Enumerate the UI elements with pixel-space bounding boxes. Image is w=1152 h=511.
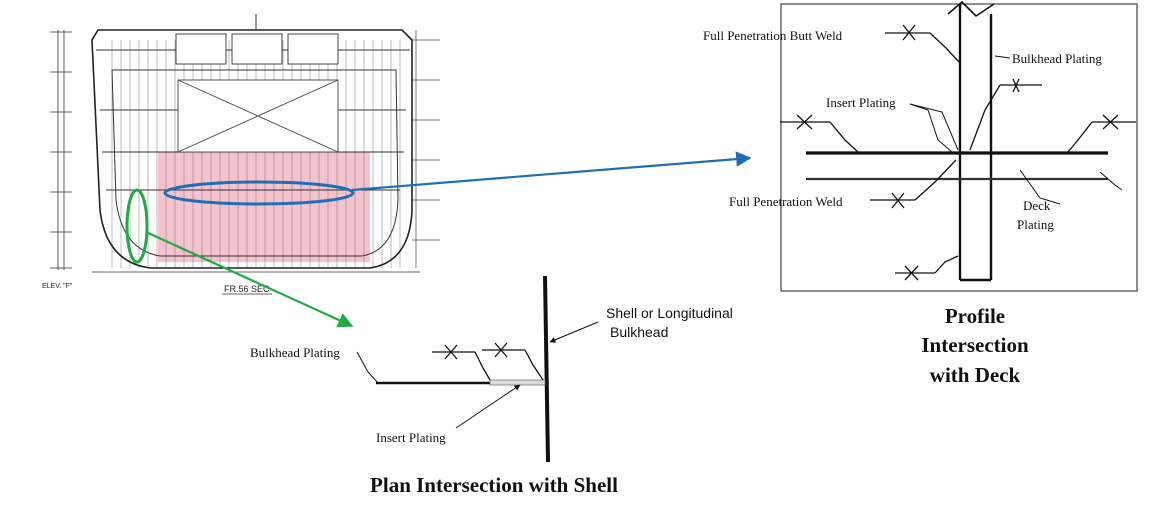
full-pen-butt-weld-label: Full Penetration Butt Weld [703,28,843,43]
deck-intersection-callout [163,180,355,206]
insert-plating-label: Insert Plating [826,95,896,110]
profile-detail: Full Penetration Butt Weld Bulkhead Plat… [703,0,1138,387]
profile-caption-line2: Intersection [921,333,1029,357]
stiffener-pattern [108,40,404,268]
bulkhead-plate [958,4,993,282]
plan-bulkhead-plating-label: Bulkhead Plating [250,345,340,360]
shell-plate [543,275,550,463]
bulkhead-break [947,0,995,18]
profile-weld-symbols [780,24,1136,281]
plan-leaders [356,321,599,429]
shell-intersection-callout [125,188,149,264]
profile-leaders [909,55,1123,205]
hull-outline [91,29,413,269]
shell-label-line1: Shell or Longitudinal [606,305,733,321]
plan-weld-symbols [432,342,544,381]
green-callout-arrow [145,230,354,328]
deck-label: Deck [1023,198,1051,213]
section-label: FR.56 SEC [224,284,270,294]
full-pen-weld-label: Full Penetration Weld [729,194,843,209]
plan-detail: Bulkhead Plating Shell or Longitudinal B… [250,275,733,497]
shell-label-line2: Bulkhead [610,324,668,340]
hatch-box [177,79,339,153]
elevation-strip [50,30,72,270]
right-dimension-ticks [412,30,440,268]
plating-label: Plating [1017,217,1054,232]
profile-caption-line3: with Deck [930,363,1021,387]
blue-callout-arrow [351,151,752,192]
profile-caption-line1: Profile [945,304,1005,328]
plan-caption: Plan Intersection with Shell [370,473,618,497]
inner-hull [111,69,399,257]
elevation-label: ELEV. "F" [42,283,73,290]
plan-insert-plate [489,379,546,386]
deck-plate [806,151,1108,181]
bulkhead-plating-label: Bulkhead Plating [1012,51,1102,66]
ship-section-drawing: ELEV. "F" [42,14,440,295]
top-compartments [175,33,339,65]
plan-insert-plating-label: Insert Plating [376,430,446,445]
